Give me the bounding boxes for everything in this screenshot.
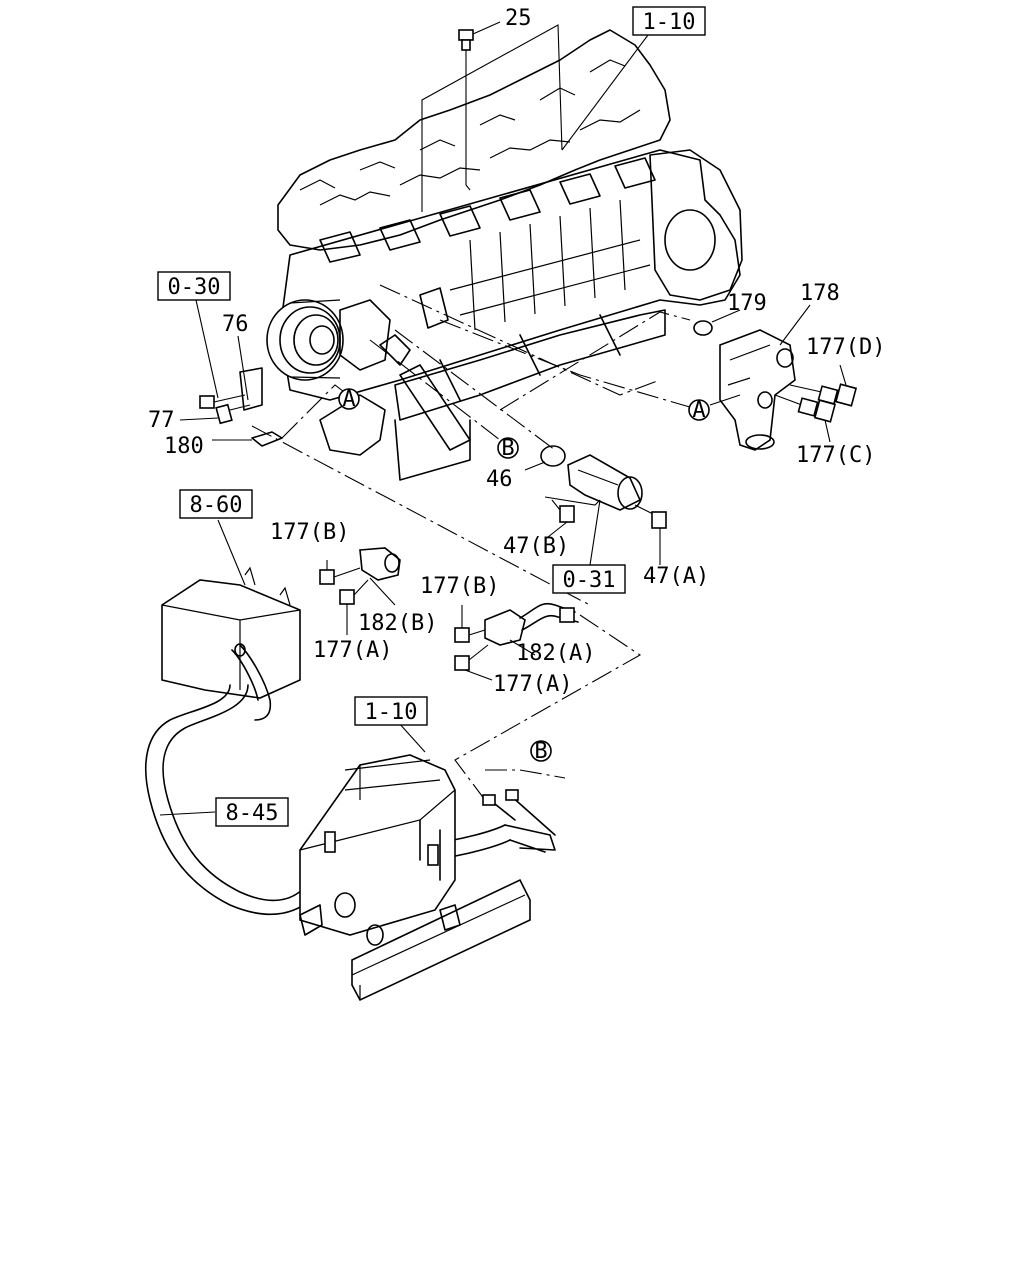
label-77: 77 bbox=[148, 408, 175, 433]
bolt-0-30 bbox=[199, 394, 246, 409]
marker-a-right: A bbox=[688, 398, 710, 423]
label-180: 180 bbox=[164, 434, 204, 459]
ref-1-10-top: 1-10 bbox=[632, 6, 706, 36]
label-47a: 47(A) bbox=[643, 564, 709, 589]
label-177a-mid: 177(A) bbox=[493, 672, 572, 697]
label-177d: 177(D) bbox=[806, 335, 885, 360]
marker-a-left: A bbox=[338, 387, 360, 412]
part-0-31-elbow bbox=[544, 454, 643, 566]
ref-8-60: 8-60 bbox=[179, 489, 253, 519]
marker-label: A bbox=[692, 398, 705, 423]
engine-block bbox=[266, 29, 743, 481]
ref-label: 8-60 bbox=[190, 493, 243, 518]
part-178-housing bbox=[719, 304, 811, 451]
label-177c: 177(C) bbox=[796, 443, 875, 468]
engine-leaders bbox=[179, 21, 858, 606]
marker-b-upper: B bbox=[497, 436, 519, 461]
bolt-47a bbox=[634, 504, 667, 565]
bolt-77 bbox=[179, 403, 251, 425]
ref-label: 8-45 bbox=[226, 801, 279, 826]
ref-label: 0-30 bbox=[168, 275, 221, 300]
bolt-177c bbox=[774, 394, 837, 443]
ref-0-31: 0-31 bbox=[552, 564, 626, 594]
label-178: 178 bbox=[800, 281, 840, 306]
label-179: 179 bbox=[727, 291, 767, 316]
ref-1-10-bottom: 1-10 bbox=[354, 696, 428, 726]
label-25: 25 bbox=[505, 6, 532, 31]
label-182b: 182(B) bbox=[358, 611, 437, 636]
marker-label: B bbox=[534, 739, 547, 764]
reservoir-tank bbox=[161, 519, 301, 699]
label-47b: 47(B) bbox=[503, 534, 569, 559]
label-76: 76 bbox=[222, 312, 249, 337]
bolt-47b bbox=[547, 499, 575, 538]
ref-label: 0-31 bbox=[563, 568, 616, 593]
label-182a: 182(A) bbox=[516, 641, 595, 666]
bolt-177d bbox=[789, 364, 858, 407]
label-177a-left: 177(A) bbox=[313, 638, 392, 663]
part-labels: 25 76 77 180 179 178 177(D) 177(C) 46 47… bbox=[148, 6, 885, 697]
lower-section bbox=[144, 519, 556, 1002]
ref-label: 1-10 bbox=[643, 10, 696, 35]
bolt-25 bbox=[458, 21, 501, 191]
ref-8-45: 8-45 bbox=[215, 797, 289, 827]
sensor-section bbox=[319, 547, 642, 801]
label-46: 46 bbox=[486, 467, 513, 492]
label-177b-mid: 177(B) bbox=[420, 574, 499, 599]
marker-b-lower: B bbox=[530, 739, 552, 764]
ref-0-30: 0-30 bbox=[157, 271, 231, 301]
ref-label: 1-10 bbox=[365, 700, 418, 725]
marker-label: A bbox=[342, 387, 355, 412]
label-177b-left: 177(B) bbox=[270, 520, 349, 545]
marker-label: B bbox=[501, 436, 514, 461]
